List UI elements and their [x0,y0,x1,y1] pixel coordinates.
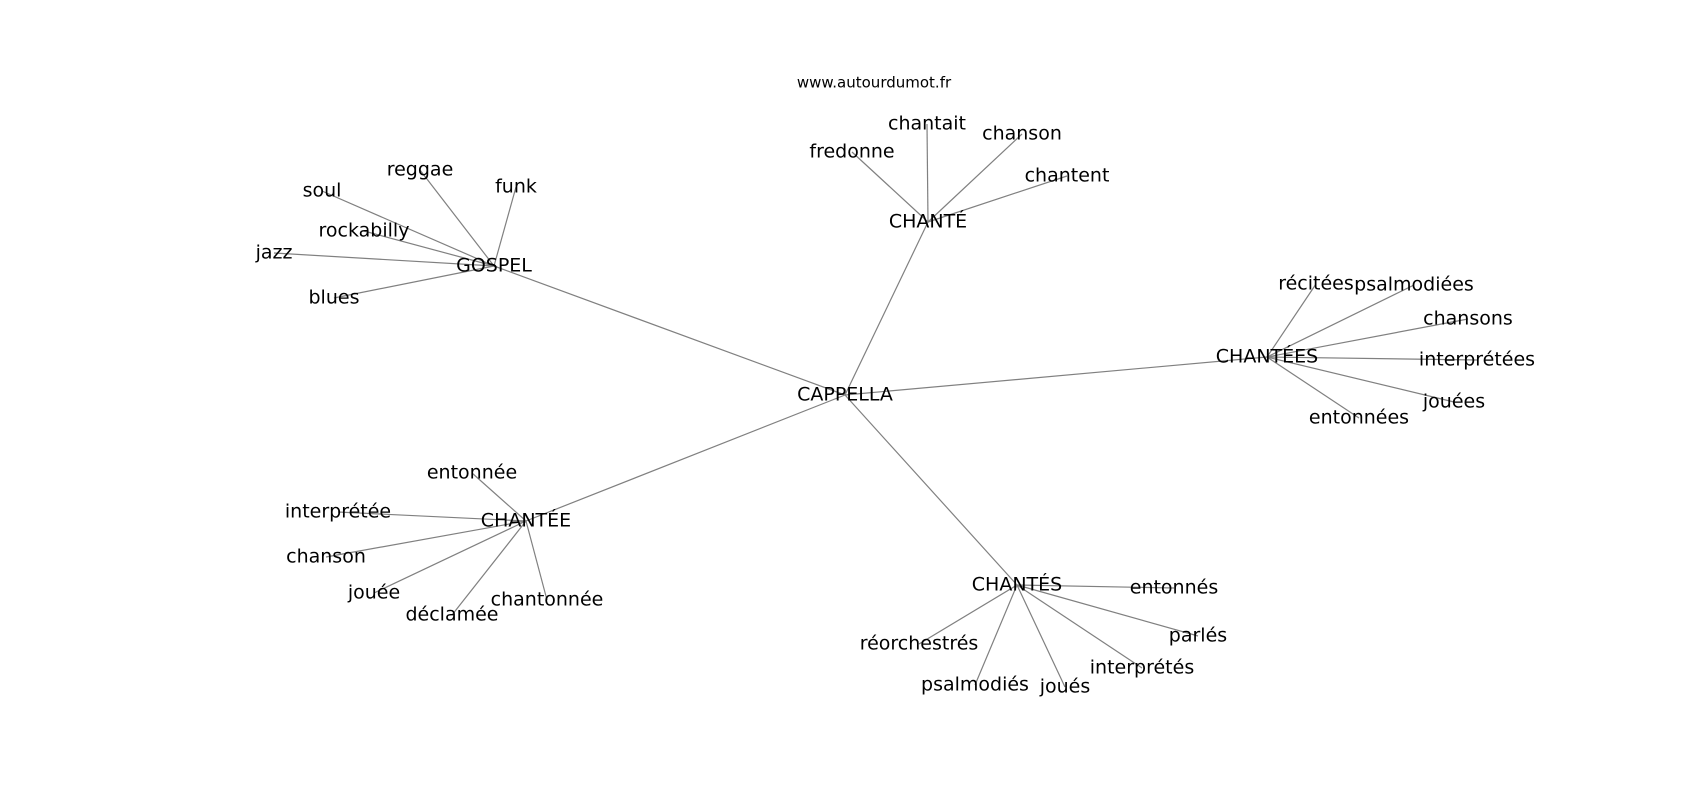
edge-chantees-recitees [1266,283,1317,358]
edge-chantee-chanson [325,520,527,558]
watermark-text: www.autourdumot.fr [797,74,952,92]
edge-gospel-rockabilly [363,230,495,267]
leaf-node-chanson: chanson [982,123,1062,145]
leaf-node-reorchestres: réorchestrés [860,633,979,655]
leaf-node-chantonnee: chantonnée [491,589,604,611]
leaf-node-chanson: chanson [286,546,366,568]
graph-edges [273,123,1478,688]
edge-center-gospel [493,265,846,396]
edge-chantees-interpretees [1266,356,1478,361]
edge-gospel-reggae [419,169,495,267]
hub-node-chantee: CHANTÉE [481,509,571,532]
leaf-node-chansons: chansons [1423,308,1513,330]
edge-chantes-interpretes [1016,584,1143,669]
leaf-node-interpretes: interprétés [1090,657,1194,679]
edge-chantees-entonnees [1266,356,1360,419]
leaf-node-fredonne: fredonne [809,141,894,163]
leaf-node-joues: joués [1039,676,1091,698]
edge-chantees-jouees [1266,356,1455,403]
leaf-node-entonnes: entonnés [1130,577,1218,599]
edge-chantes-joues [1016,584,1066,688]
edge-center-chantes [844,394,1018,586]
hub-node-chantees: CHANTÉES [1216,345,1318,368]
graph-labels: CAPPELLA CHANTÉ fredonne chantait chanson cha… [255,113,1536,698]
edge-chantee-jouee [373,520,527,594]
leaf-node-jazz: jazz [255,242,293,264]
hub-node-gospel: GOSPEL [456,255,532,277]
hub-node-chantes: CHANTÉS [972,573,1062,596]
leaf-node-soul: soul [303,180,342,202]
edge-chantee-chantonnee [525,520,548,601]
leaf-node-blues: blues [309,287,360,309]
center-node-label: CAPPELLA [797,384,893,406]
leaf-node-recitees: récitées [1278,273,1354,295]
hub-node-chante: CHANTÉ [889,210,967,233]
edge-chantes-psalmodies [974,584,1018,686]
leaf-node-reggae: reggae [387,159,454,181]
leaf-node-interpretees: interprétées [1419,349,1535,371]
edge-chantee-declamee [451,520,527,616]
leaf-node-chantait: chantait [888,113,966,135]
leaf-node-chantent: chantent [1025,165,1110,187]
leaf-node-jouee: jouée [347,582,400,604]
edge-center-chante [844,221,929,396]
leaf-node-entonnee: entonnée [427,462,517,484]
edge-gospel-soul [321,190,495,267]
edge-chantes-entonnes [1016,584,1175,589]
leaf-node-entonnees: entonnées [1309,407,1409,429]
leaf-node-psalmodiees: psalmodiées [1354,274,1474,296]
leaf-node-psalmodies: psalmodiés [921,674,1029,696]
edge-chante-chantent [927,175,1068,223]
edge-center-chantees [844,356,1268,396]
edge-chantees-chansons [1266,318,1469,358]
leaf-node-jouees: jouées [1422,391,1485,413]
leaf-node-rockabilly: rockabilly [319,220,410,242]
edge-chante-chanson [927,133,1023,223]
edge-chantees-psalmodiees [1266,284,1415,358]
edge-gospel-funk [493,186,517,267]
edge-chante-chantait [926,123,929,223]
leaf-node-interpretee: interprétée [285,501,391,523]
leaf-node-parles: parlés [1169,625,1227,647]
edge-gospel-jazz [273,252,495,267]
edge-chantes-reorchestres [918,584,1018,645]
edge-chantes-parles [1016,584,1199,637]
leaf-node-declamee: déclamée [405,604,498,626]
edge-chantee-entonnee [471,472,527,522]
edge-gospel-blues [333,265,495,299]
edge-chante-fredonne [851,151,929,223]
edge-center-chantee [525,394,846,522]
edge-chantee-interpretee [337,511,527,522]
leaf-node-funk: funk [495,176,537,198]
